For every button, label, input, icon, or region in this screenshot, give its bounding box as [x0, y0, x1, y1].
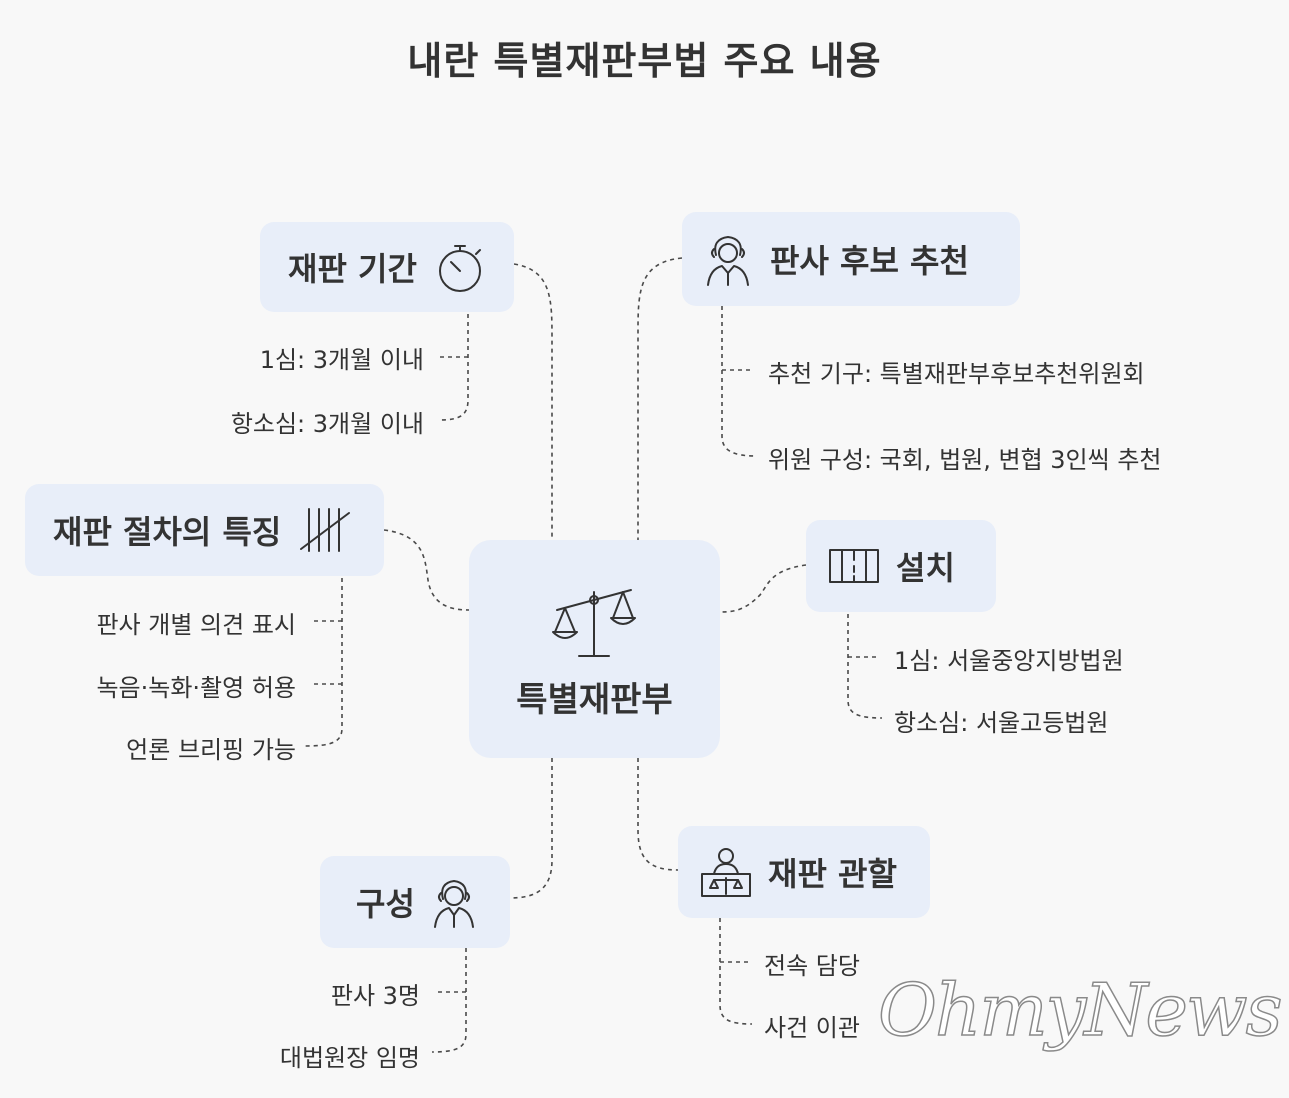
installation-item-1: 1심: 서울중앙지방법원 [894, 647, 1124, 675]
node-trial-period: 재판 기간 [260, 222, 514, 312]
stopwatch-icon [435, 240, 485, 294]
judge-bench-icon [698, 844, 754, 900]
node-recommendation: 판사 후보 추천 [682, 212, 1020, 306]
composition-label: 구성 [356, 885, 415, 923]
trial-period-label: 재판 기간 [288, 250, 417, 288]
jurisdiction-item-1: 전속 담당 [764, 952, 860, 980]
composition-item-1: 판사 3명 [330, 982, 420, 1010]
center-label: 특별재판부 [516, 680, 673, 720]
node-procedure: 재판 절차의 특징 [25, 484, 384, 576]
center-node: 특별재판부 [469, 540, 720, 758]
procedure-item-1: 판사 개별 의견 표시 [96, 611, 296, 639]
courtroom-icon [828, 546, 880, 586]
procedure-item-3: 언론 브리핑 가능 [126, 736, 296, 764]
jurisdiction-item-2: 사건 이관 [764, 1014, 860, 1042]
page-title: 내란 특별재판부법 주요 내용 [407, 39, 882, 83]
procedure-item-2: 녹음·녹화·촬영 허용 [96, 674, 296, 702]
recommendation-item-2: 위원 구성: 국회, 법원, 변협 3인씩 추천 [768, 446, 1162, 474]
jurisdiction-label: 재판 관할 [768, 855, 897, 893]
installation-item-2: 항소심: 서울고등법원 [894, 709, 1109, 737]
trial-period-item-2: 항소심: 3개월 이내 [230, 410, 424, 438]
recommendation-item-1: 추천 기구: 특별재판부후보추천위원회 [768, 360, 1145, 388]
recommendation-label: 판사 후보 추천 [770, 242, 969, 280]
scales-icon [549, 580, 639, 660]
ohmynews-watermark: OhmyNews [877, 967, 1283, 1053]
composition-item-2: 대법원장 임명 [279, 1044, 420, 1072]
installation-label: 설치 [896, 549, 955, 587]
node-composition: 구성 [320, 856, 510, 948]
node-installation: 설치 [806, 520, 996, 612]
tally-marks-icon [299, 505, 351, 555]
procedure-label: 재판 절차의 특징 [53, 513, 282, 551]
judge-icon [702, 231, 754, 287]
trial-period-item-1: 1심: 3개월 이내 [259, 346, 424, 374]
judge-icon [429, 875, 479, 929]
node-jurisdiction: 재판 관할 [678, 826, 930, 918]
